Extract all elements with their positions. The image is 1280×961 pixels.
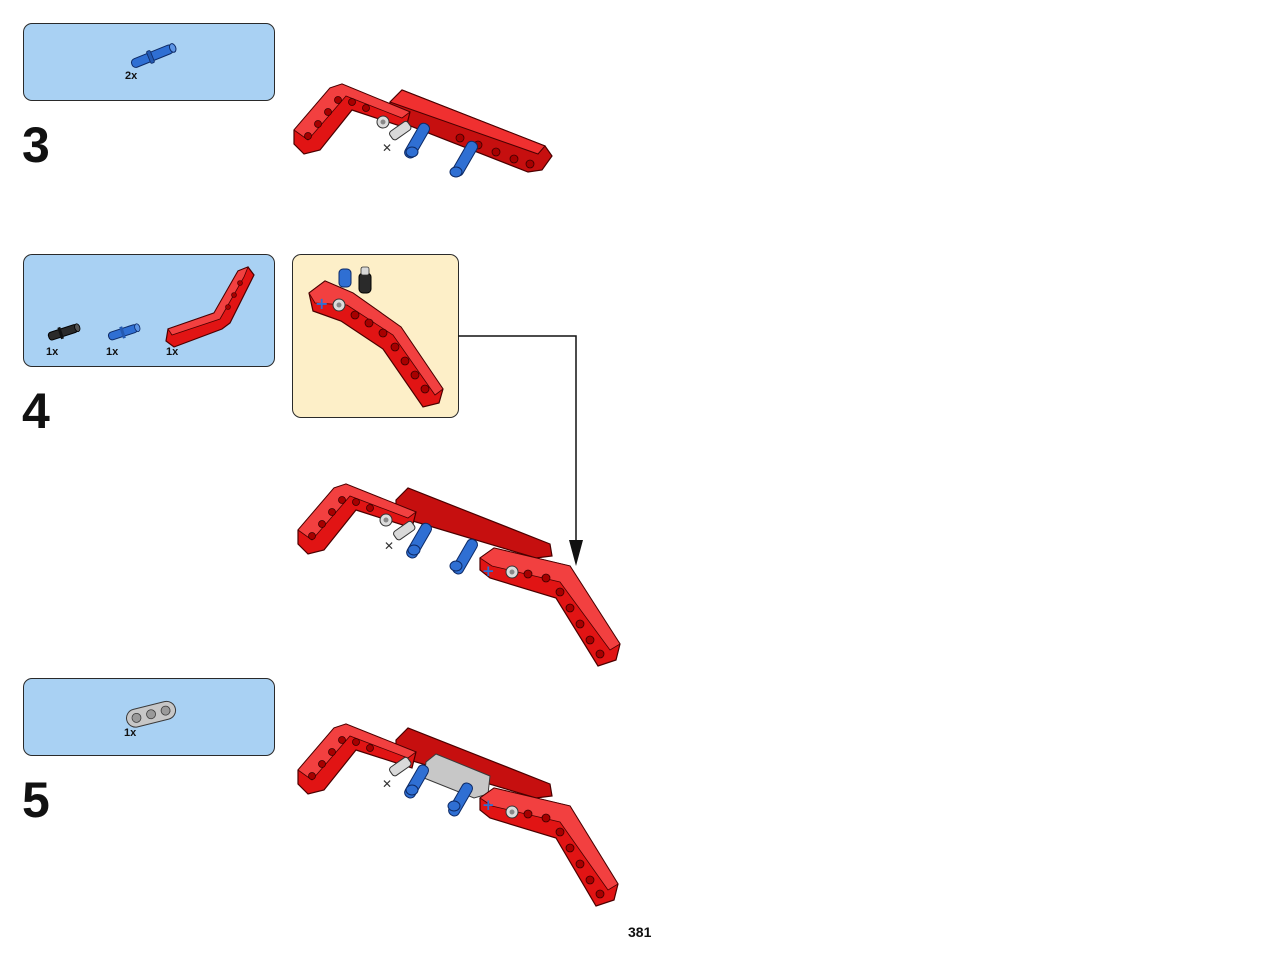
- part-quantity: 1x: [46, 346, 59, 358]
- page-number: 381: [628, 924, 652, 940]
- svg-text:+: +: [482, 796, 495, 814]
- step-5-assembly: + ✕: [297, 723, 619, 907]
- svg-text:✕: ✕: [382, 777, 392, 791]
- part-quantity: 1x: [124, 727, 137, 739]
- svg-text:✕: ✕: [382, 141, 392, 155]
- part-quantity: 1x: [166, 346, 179, 358]
- step-3-assembly: ✕: [293, 83, 553, 178]
- step-number: 3: [22, 117, 50, 173]
- part-quantity: 1x: [106, 346, 119, 358]
- svg-text:+: +: [315, 294, 328, 313]
- callout-arrow: [458, 335, 583, 566]
- sub-assembly-model: +: [308, 266, 444, 408]
- black-axle-pin-icon: [47, 323, 81, 341]
- blue-axle-pin-icon: [107, 323, 141, 341]
- svg-text:✕: ✕: [384, 539, 394, 553]
- blue-axle-pin-icon: [130, 43, 177, 68]
- gray-beam-3-icon: [126, 700, 177, 728]
- step-4-assembly: + ✕: [297, 483, 621, 667]
- step-4-parts-box: 1x 1x 1x: [23, 254, 275, 367]
- part-quantity: 2x: [125, 70, 138, 82]
- step-5-parts-box: 1x: [23, 678, 275, 756]
- step-3-parts-box: 2x: [23, 23, 275, 101]
- step-number: 4: [22, 383, 50, 439]
- red-bent-beam-icon: [165, 266, 255, 348]
- step-number: 5: [22, 772, 50, 828]
- sub-assembly-callout: +: [292, 254, 459, 418]
- svg-text:+: +: [482, 562, 495, 580]
